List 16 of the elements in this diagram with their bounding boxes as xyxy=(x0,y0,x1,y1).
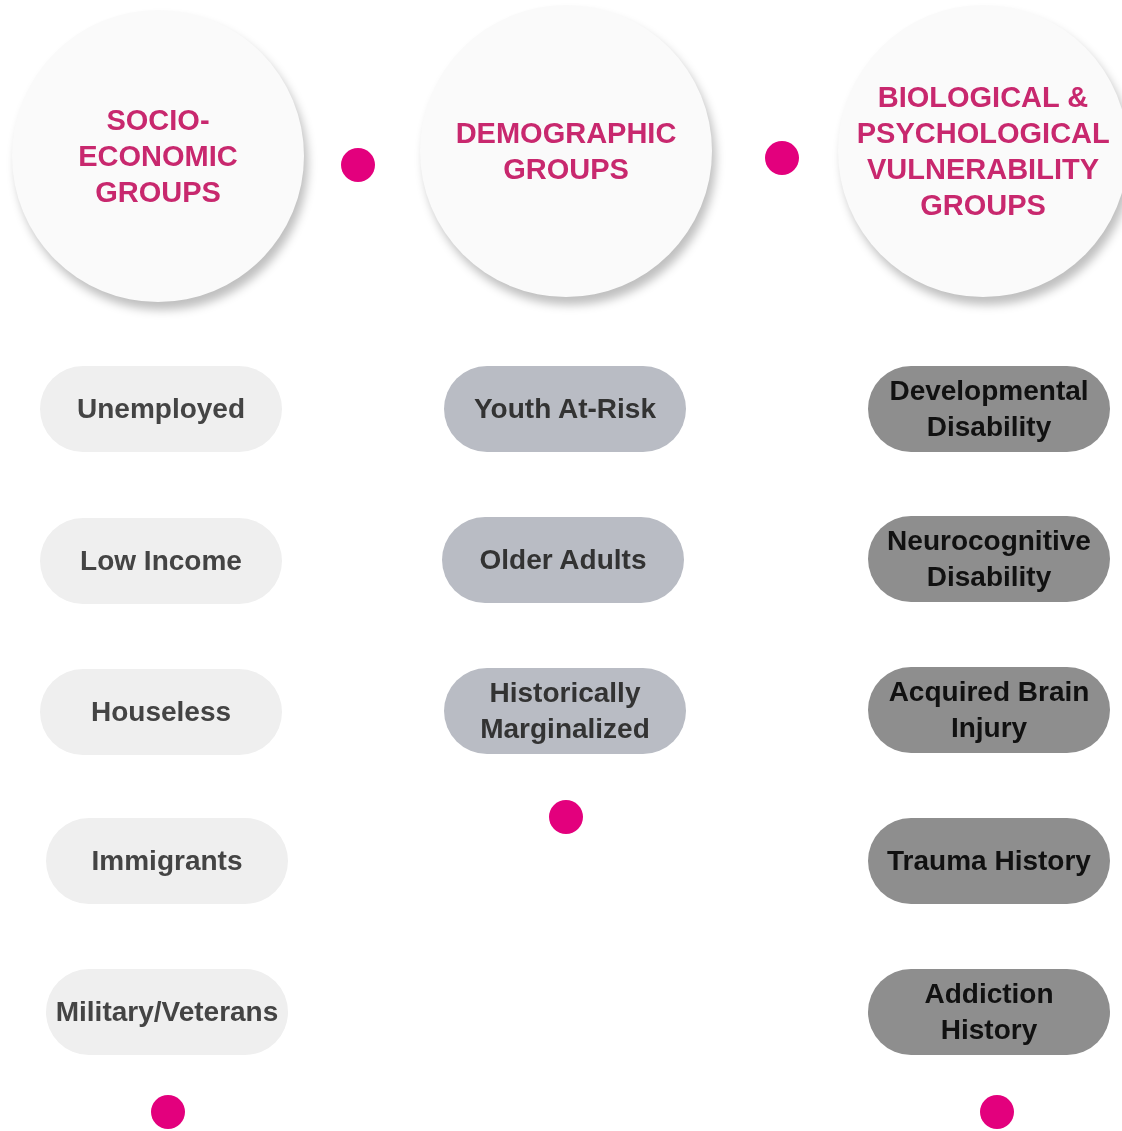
category-heading: SOCIO-ECONOMIC GROUPS xyxy=(77,103,239,210)
group-label: Unemployed xyxy=(77,392,245,426)
group-label: Addiction History xyxy=(923,977,1055,1047)
group-label: Acquired Brain Injury xyxy=(887,675,1091,745)
group-label: Houseless xyxy=(90,695,232,729)
category-heading: DEMOGRAPHIC GROUPS xyxy=(454,116,678,187)
group-label: Neurocognitive Disability xyxy=(886,524,1092,594)
group-label: Historically Marginalized xyxy=(479,676,651,746)
group-label: Military/Veterans xyxy=(55,995,279,1029)
group-label: Youth At-Risk xyxy=(474,392,656,426)
group-label: Developmental Disability xyxy=(888,374,1090,444)
group-label: Older Adults xyxy=(479,543,647,577)
group-label: Trauma History xyxy=(887,844,1091,878)
group-label: Immigrants xyxy=(91,844,243,878)
group-label: Low Income xyxy=(80,544,242,578)
category-heading: BIOLOGICAL & PSYCHOLOGICAL VULNERABILITY GROUPS xyxy=(856,80,1110,223)
